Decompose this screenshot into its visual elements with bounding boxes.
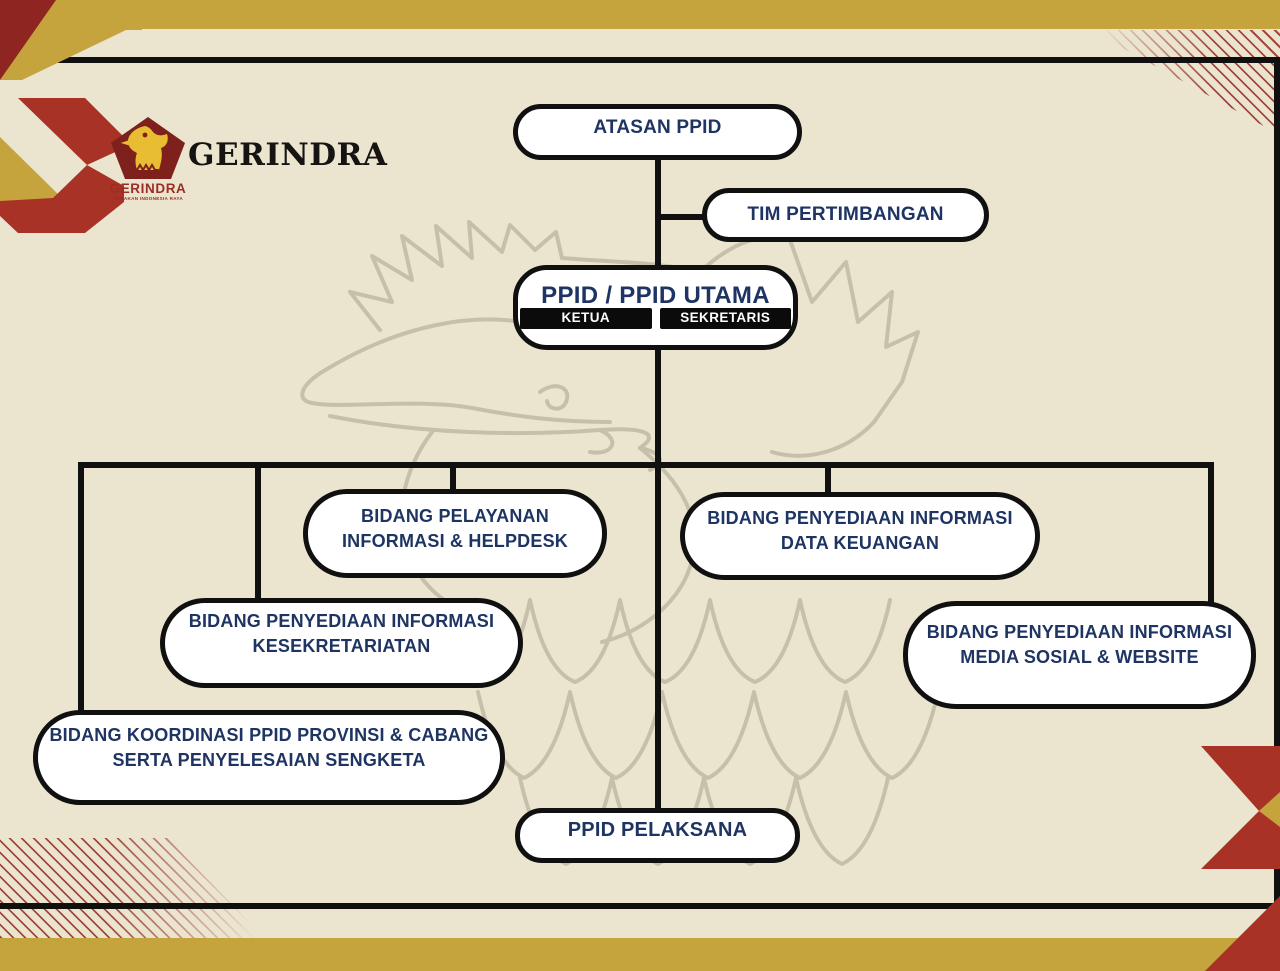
node-tim-pertimbangan-label: TIM PERTIMBANGAN xyxy=(747,203,944,225)
node-bidang-pelayanan-informasi-helpdesk: BIDANG PELAYANAN INFORMASI & HELPDESK xyxy=(303,489,607,578)
node-medsos-line1: BIDANG PENYEDIAAN INFORMASI xyxy=(926,622,1233,643)
connector-drop-kesekretariatan xyxy=(255,462,261,602)
node-tim-pertimbangan: TIM PERTIMBANGAN xyxy=(702,188,989,242)
node-bidang-koordinasi-ppid-provinsi-cabang: BIDANG KOORDINASI PPID PROVINSI & CABANG… xyxy=(33,710,505,805)
node-ppid-utama-title: PPID / PPID UTAMA xyxy=(541,282,770,309)
sekretaris-bar: SEKRETARIS xyxy=(659,308,791,329)
node-koordinasi-line2: SERTA PENYELESAIAN SENGKETA xyxy=(112,749,426,770)
connector-main-horizontal xyxy=(78,462,1214,468)
node-bidang-penyediaan-informasi-data-keuangan: BIDANG PENYEDIAAN INFORMASI DATA KEUANGA… xyxy=(680,492,1040,580)
node-koordinasi-line1: BIDANG KOORDINASI PPID PROVINSI & CABANG xyxy=(49,724,489,745)
connector-tim-branch xyxy=(658,214,708,220)
sekretaris-label: SEKRETARIS xyxy=(680,310,771,326)
node-keuangan-line1: BIDANG PENYEDIAAN INFORMASI xyxy=(707,507,1013,528)
node-atasan-ppid-label: ATASAN PPID xyxy=(593,116,722,138)
bottom-gold-bar xyxy=(0,938,1280,971)
right-frame-line xyxy=(1274,57,1280,909)
connector-trunk-vertical xyxy=(655,158,661,813)
node-kesekretariatan-line2: KESEKRETARIATAN xyxy=(252,635,431,656)
node-keuangan-line2: DATA KEUANGAN xyxy=(780,532,940,553)
node-medsos-line2: MEDIA SOSIAL & WEBSITE xyxy=(960,647,1199,667)
node-ppid-pelaksana: PPID PELAKSANA xyxy=(515,808,800,863)
node-helpdesk-line2: INFORMASI & HELPDESK xyxy=(341,530,568,551)
ketua-bar: KETUA xyxy=(520,308,652,329)
bottom-frame-line xyxy=(0,903,1280,909)
gerindra-logo-text: GERINDRA xyxy=(109,181,187,196)
connector-drop-medsos xyxy=(1208,462,1214,605)
node-ppid-utama: PPID / PPID UTAMA KETUA SEKRETARIS xyxy=(513,265,798,350)
top-right-hatch-decoration xyxy=(1090,30,1280,135)
gerindra-logo-tagline: GERAKAN INDONESIA RAYA xyxy=(113,196,183,201)
ppid-utama-role-bars: KETUA SEKRETARIS xyxy=(520,308,791,329)
connector-drop-keuangan xyxy=(825,462,831,496)
bottom-right-corner-ornament xyxy=(1201,746,1280,971)
node-ppid-pelaksana-label: PPID PELAKSANA xyxy=(567,818,748,841)
gerindra-pentagon-icon xyxy=(111,117,185,179)
node-kesekretariatan-line1: BIDANG PENYEDIAAN INFORMASI xyxy=(188,610,495,631)
connector-drop-helpdesk xyxy=(450,462,456,494)
top-left-corner-ornament xyxy=(0,0,142,233)
node-atasan-ppid: ATASAN PPID xyxy=(513,104,802,160)
top-frame-line xyxy=(0,57,1280,63)
gerindra-logo: GERINDRA GERAKAN INDONESIA RAYA xyxy=(103,116,193,201)
bottom-left-hatch-decoration xyxy=(0,838,265,938)
ketua-label: KETUA xyxy=(561,310,610,326)
node-bidang-penyediaan-informasi-media-sosial-website: BIDANG PENYEDIAAN INFORMASI MEDIA SOSIAL… xyxy=(903,601,1256,709)
node-helpdesk-line1: BIDANG PELAYANAN xyxy=(361,505,549,526)
connector-drop-koordinasi xyxy=(78,462,84,714)
node-bidang-penyediaan-informasi-kesekretariatan: BIDANG PENYEDIAAN INFORMASI KESEKRETARIA… xyxy=(160,598,523,688)
gerindra-wordmark: GERINDRA xyxy=(188,137,388,173)
top-gold-bar xyxy=(0,0,1280,29)
